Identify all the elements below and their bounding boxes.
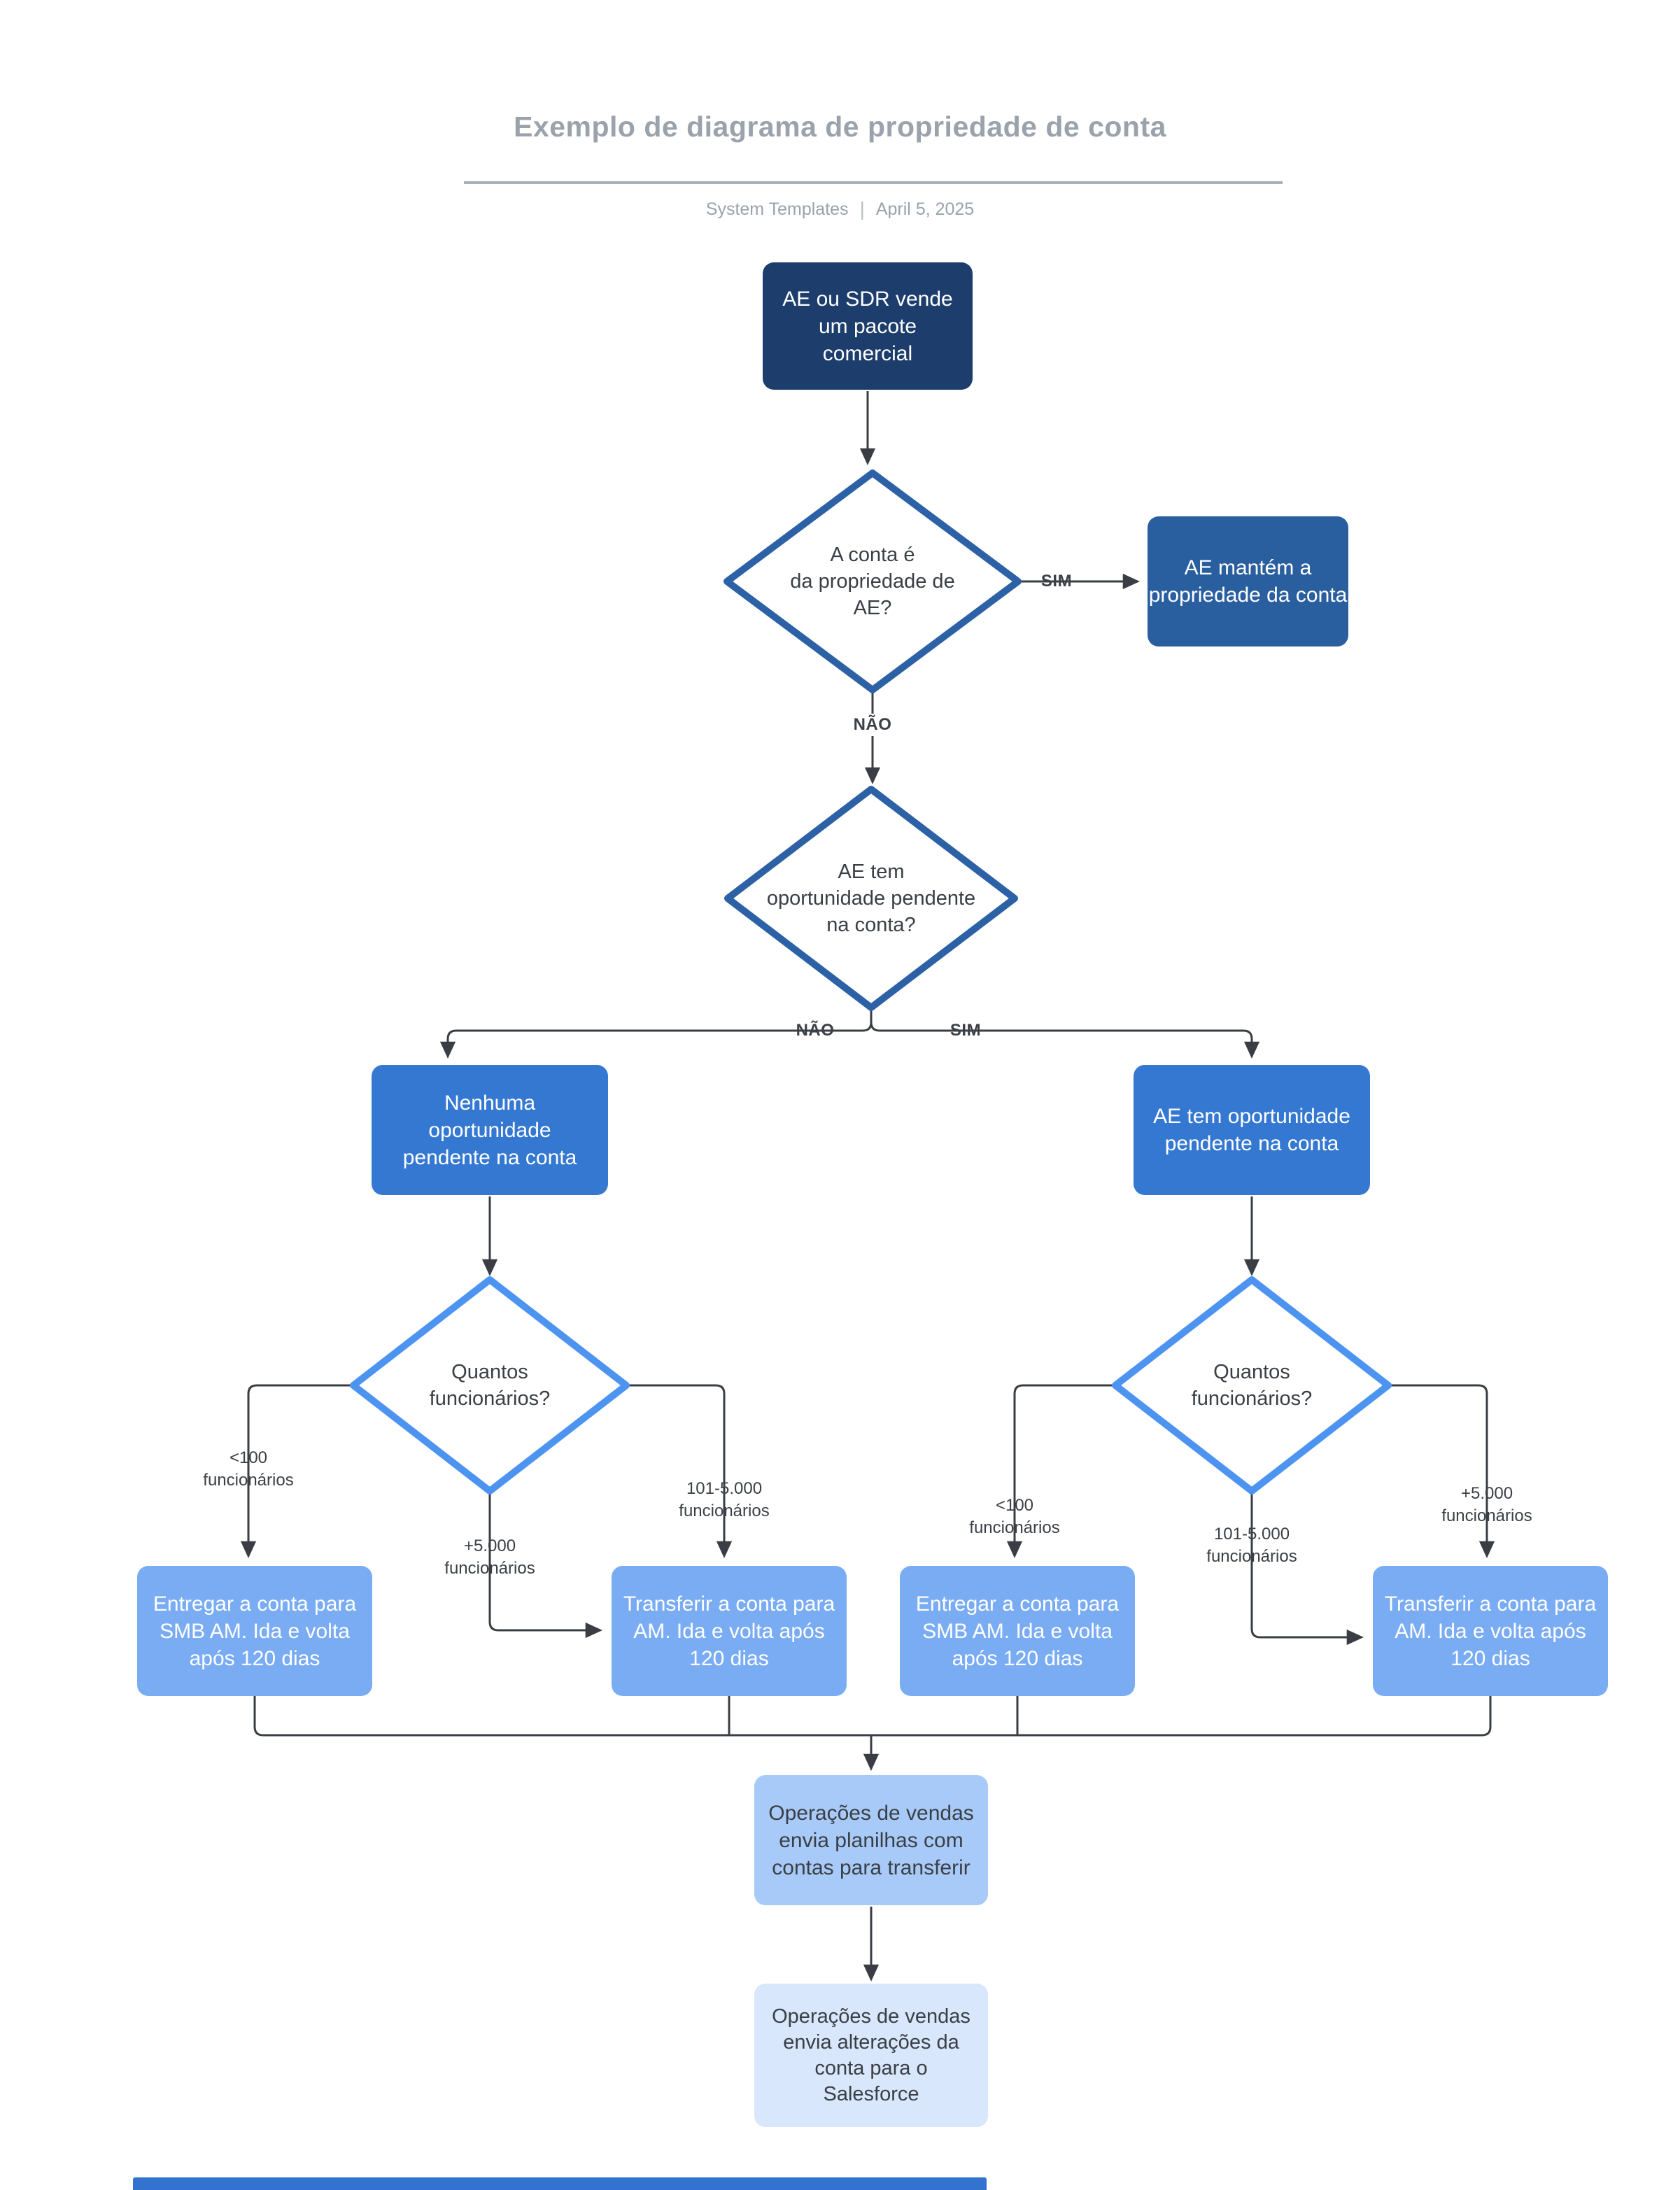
page-title: Exemplo de diagrama de propriedade de co… bbox=[514, 111, 1166, 143]
subtitle-date: April 5, 2025 bbox=[875, 199, 975, 219]
edge-label-nao-1: NÃO bbox=[849, 714, 896, 736]
connector-d2-sim bbox=[870, 1022, 1260, 1059]
node-transfer-am-left[interactable]: Transferir a conta para AM. Ida e volta … bbox=[612, 1566, 847, 1696]
diamond-employees-right[interactable] bbox=[1112, 1276, 1392, 1495]
connector-merge-rail bbox=[253, 1696, 1492, 1737]
diamond-ae-ownership-label: A conta é da propriedade de AE? bbox=[790, 544, 955, 619]
diamond-ae-ownership[interactable] bbox=[723, 469, 1022, 693]
subtitle: System Templates | April 5, 2025 bbox=[0, 198, 1680, 220]
node-has-pending-opportunity[interactable]: AE tem oportunidade pendente na conta bbox=[1134, 1065, 1370, 1195]
diamond-pending-opportunity-label: AE tem oportunidade pendente na conta? bbox=[766, 861, 976, 936]
edge-label-lt100-right: <100 funcionários bbox=[969, 1496, 1060, 1537]
edge-label-plus5000-left: +5.000 funcionários bbox=[444, 1536, 535, 1578]
node-transfer-am-right[interactable]: Transferir a conta para AM. Ida e volta … bbox=[1373, 1566, 1608, 1696]
subtitle-source: System Templates bbox=[705, 199, 849, 219]
title-divider bbox=[464, 181, 1283, 184]
node-handoff-smb-left[interactable]: Entregar a conta para SMB AM. Ida e volt… bbox=[137, 1566, 372, 1696]
edge-label-sim-2: SIM bbox=[950, 1021, 982, 1040]
diamond-employees-right-label: Quantos funcionários? bbox=[1191, 1361, 1313, 1410]
connector-d4-plus5000 bbox=[1388, 1384, 1495, 1559]
diamond-pending-opportunity[interactable] bbox=[724, 786, 1018, 1011]
connector-d3-lt100 bbox=[240, 1384, 353, 1559]
node-ops-spreadsheets[interactable]: Operações de vendas envia planilhas com … bbox=[754, 1775, 988, 1905]
edge-label-plus5000-right: +5.000 funcionários bbox=[1441, 1484, 1532, 1525]
connector-d4-lt100 bbox=[1006, 1384, 1115, 1559]
edge-label-101-5000-left: 101-5.000 funcionários bbox=[679, 1479, 770, 1520]
node-no-pending-opportunity[interactable]: Nenhuma oportunidade pendente na conta bbox=[372, 1065, 608, 1195]
subtitle-separator: | bbox=[859, 198, 865, 220]
node-start[interactable]: AE ou SDR vende um pacote comercial bbox=[763, 262, 973, 390]
connector-d4-mid bbox=[1250, 1491, 1364, 1646]
connector-d3-mid bbox=[626, 1384, 733, 1559]
connector-d3-plus5000 bbox=[488, 1491, 603, 1639]
edge-label-101-5000-right: 101-5.000 funcionários bbox=[1206, 1525, 1297, 1566]
footer-accent-bar bbox=[133, 2177, 987, 2190]
edge-label-nao-2: NÃO bbox=[796, 1021, 835, 1040]
node-ops-salesforce[interactable]: Operações de vendas envia alterações da … bbox=[754, 1984, 988, 2127]
edge-label-lt100-left: <100 funcionários bbox=[203, 1448, 294, 1490]
diamond-employees-left-label: Quantos funcionários? bbox=[429, 1361, 551, 1410]
edge-label-sim-1: SIM bbox=[1040, 572, 1073, 591]
node-keep-ownership[interactable]: AE mantém a propriedade da conta bbox=[1148, 516, 1348, 647]
diamond-employees-left[interactable] bbox=[350, 1276, 630, 1495]
node-handoff-smb-right[interactable]: Entregar a conta para SMB AM. Ida e volt… bbox=[900, 1566, 1135, 1696]
